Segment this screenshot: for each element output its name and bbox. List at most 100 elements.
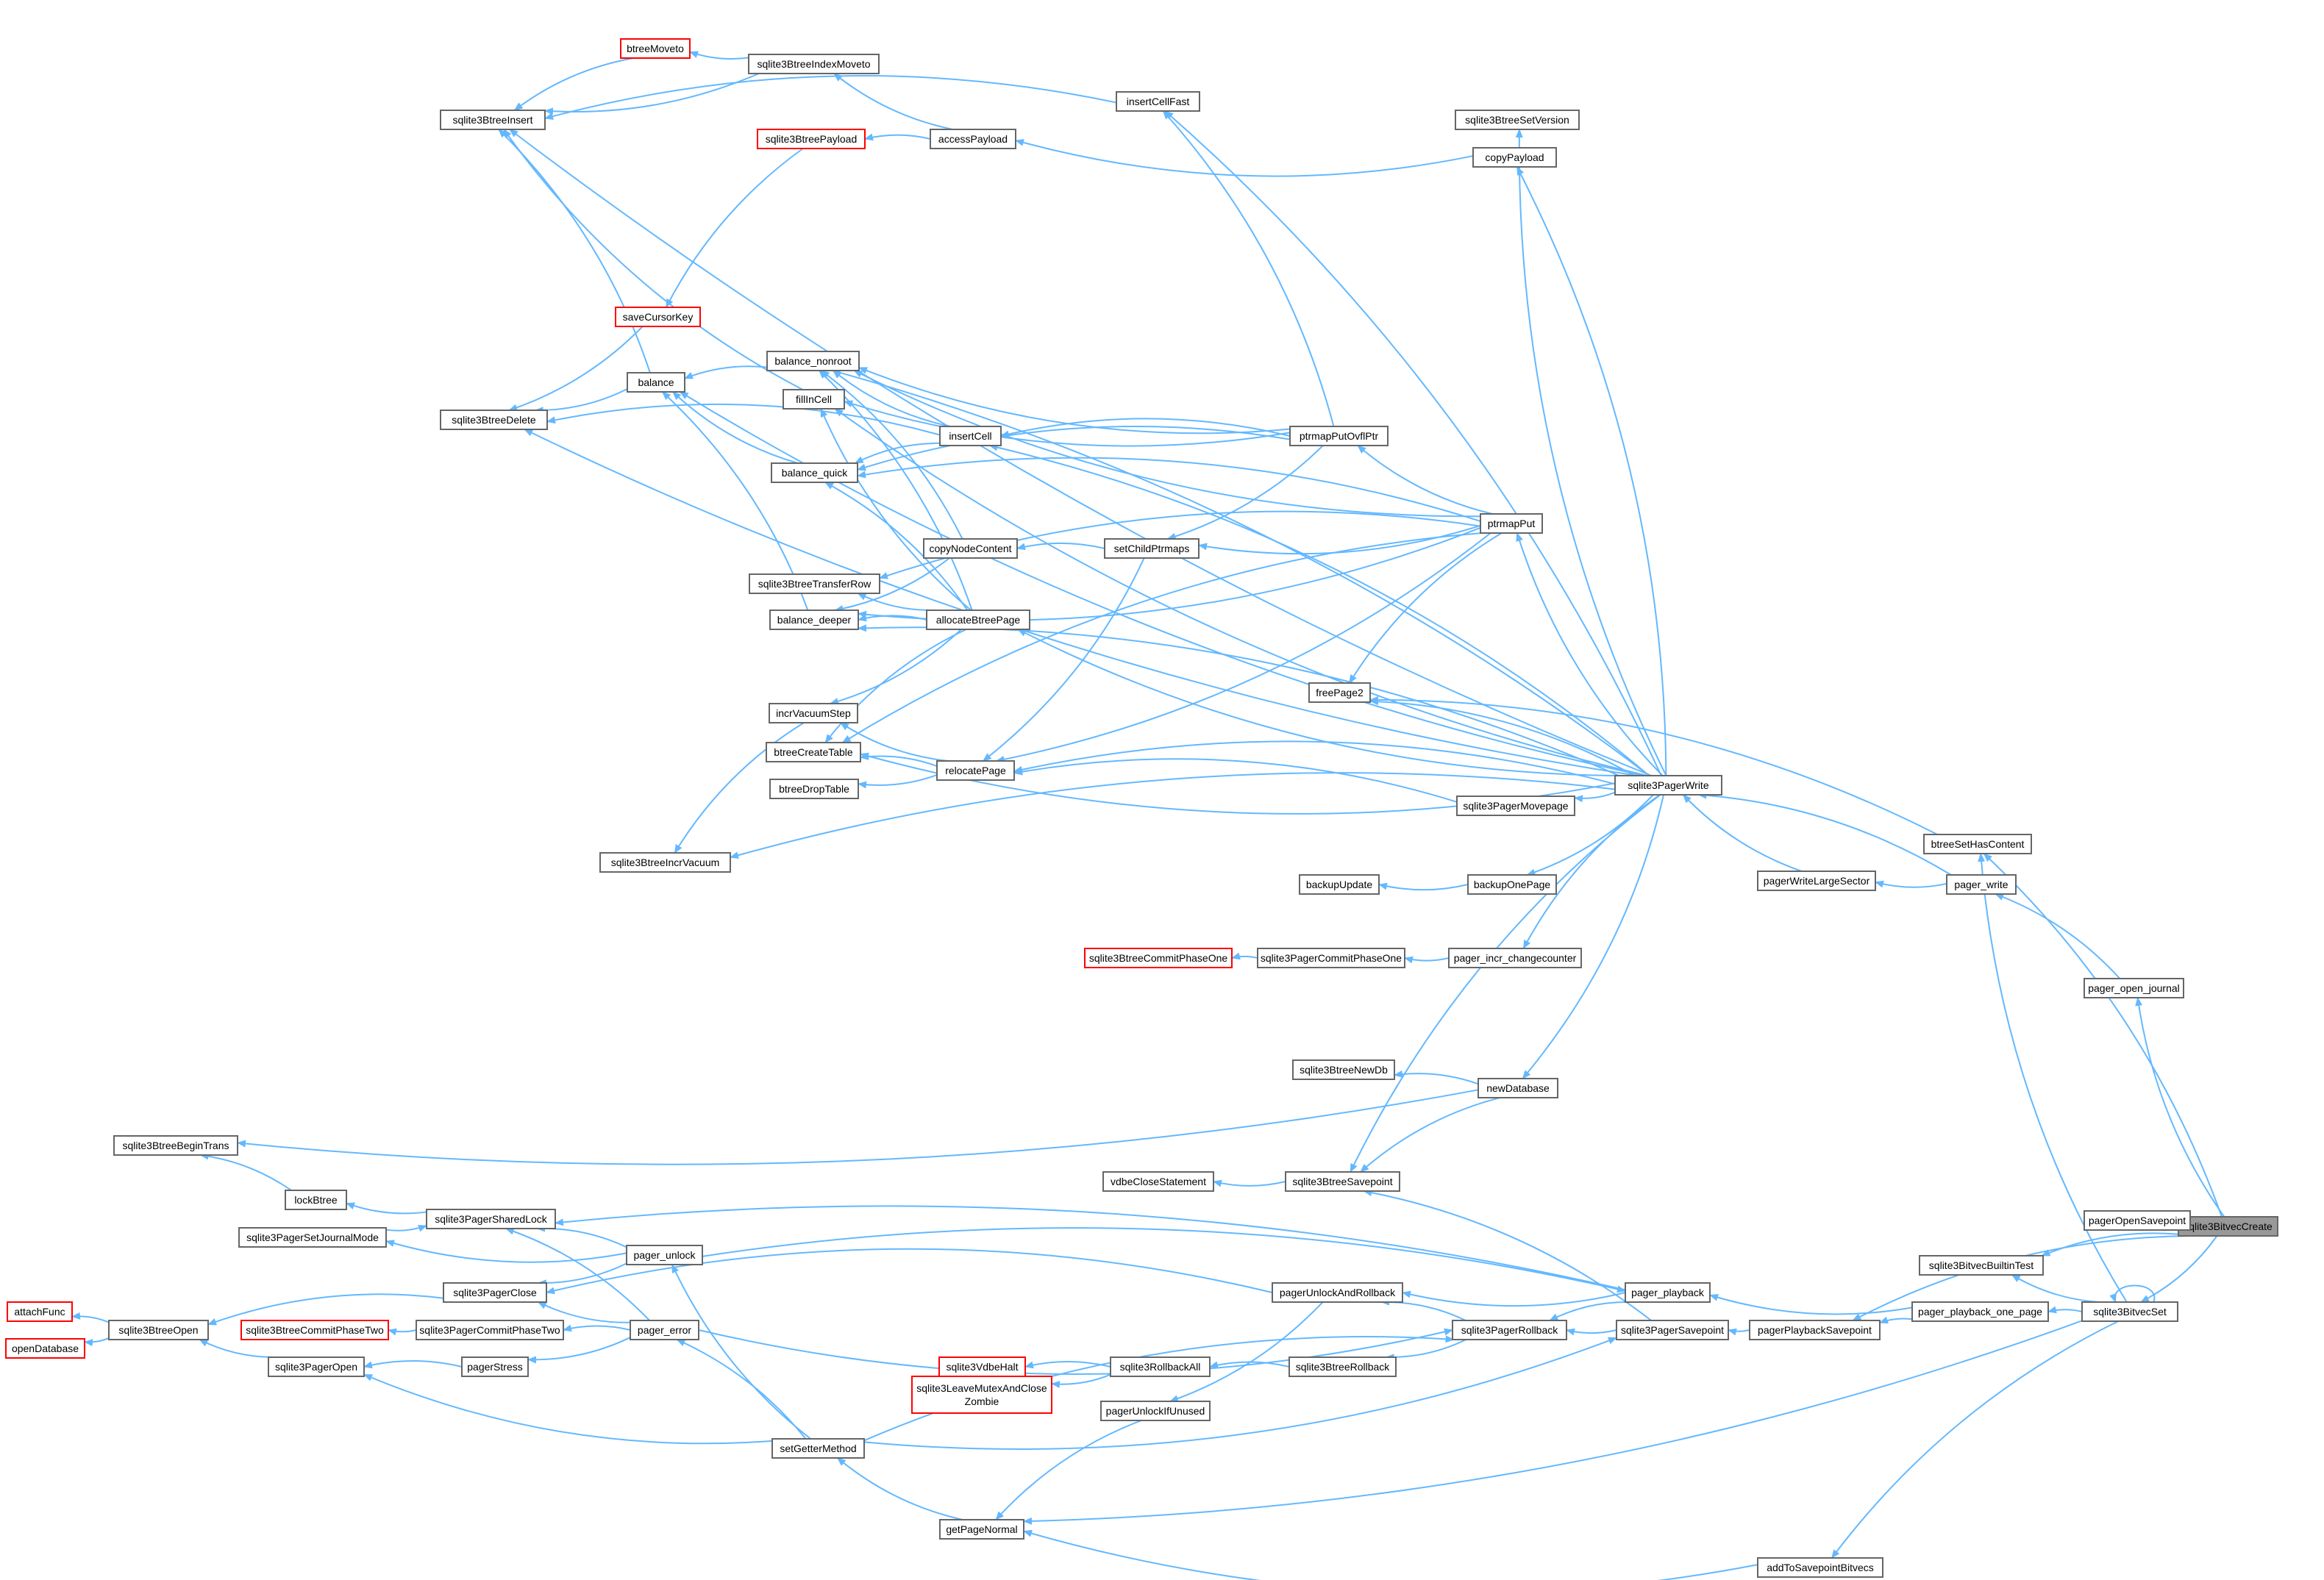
node-sqlite3BtreeOpen[interactable]: sqlite3BtreeOpen bbox=[108, 1320, 209, 1340]
node-attachFunc[interactable]: attachFunc bbox=[7, 1301, 73, 1322]
node-pagerPlaybackSavepoint[interactable]: pagerPlaybackSavepoint bbox=[1749, 1320, 1881, 1340]
node-pagerStress[interactable]: pagerStress bbox=[461, 1356, 529, 1377]
node-sqlite3BtreeIncrVacuum[interactable]: sqlite3BtreeIncrVacuum bbox=[599, 852, 731, 873]
node-pager_incr_changecounter[interactable]: pager_incr_changecounter bbox=[1448, 948, 1582, 968]
node-sqlite3BtreeSetVersion[interactable]: sqlite3BtreeSetVersion bbox=[1455, 110, 1580, 130]
node-sqlite3PagerWrite[interactable]: sqlite3PagerWrite bbox=[1614, 775, 1722, 796]
edge-btreeDropTable-to-relocatePage bbox=[858, 774, 938, 789]
node-insertCellFast[interactable]: insertCellFast bbox=[1116, 91, 1200, 112]
node-setGetterMethod[interactable]: setGetterMethod bbox=[771, 1438, 865, 1459]
node-box bbox=[766, 351, 860, 371]
node-balance_nonroot[interactable]: balance_nonroot bbox=[766, 351, 860, 371]
node-sqlite3BtreeRollback[interactable]: sqlite3BtreeRollback bbox=[1288, 1356, 1397, 1377]
node-btreeMoveto[interactable]: btreeMoveto bbox=[620, 38, 691, 59]
node-copyPayload[interactable]: copyPayload bbox=[1472, 147, 1557, 168]
node-backupOnePage[interactable]: backupOnePage bbox=[1467, 874, 1557, 895]
node-box bbox=[1292, 1059, 1395, 1080]
node-sqlite3BtreeSavepoint[interactable]: sqlite3BtreeSavepoint bbox=[1285, 1171, 1400, 1192]
node-sqlite3BitvecSet[interactable]: sqlite3BitvecSet bbox=[2081, 1301, 2178, 1322]
node-box bbox=[630, 1320, 699, 1340]
node-box bbox=[1480, 513, 1543, 534]
node-sqlite3BtreeInsert[interactable]: sqlite3BtreeInsert bbox=[440, 110, 546, 130]
node-sqlite3BtreeCommitPhaseTwo[interactable]: sqlite3BtreeCommitPhaseTwo bbox=[240, 1320, 389, 1340]
node-lockBtree[interactable]: lockBtree bbox=[285, 1190, 347, 1210]
node-label: relocatePage bbox=[945, 765, 1006, 776]
node-sqlite3BtreePayload[interactable]: sqlite3BtreePayload bbox=[757, 129, 866, 149]
node-ptrmapPut[interactable]: ptrmapPut bbox=[1480, 513, 1543, 534]
node-box bbox=[1116, 91, 1200, 112]
node-pager_open_journal[interactable]: pager_open_journal bbox=[2084, 978, 2184, 998]
node-pager_error[interactable]: pager_error bbox=[630, 1320, 699, 1340]
node-sqlite3BitvecCreate[interactable]: sqlite3BitvecCreate bbox=[2178, 1216, 2278, 1237]
node-sqlite3BitvecBuiltinTest[interactable]: sqlite3BitvecBuiltinTest bbox=[1919, 1255, 2044, 1276]
node-btreeDropTable[interactable]: btreeDropTable bbox=[769, 779, 859, 799]
node-backupUpdate[interactable]: backupUpdate bbox=[1299, 874, 1380, 895]
node-relocatePage[interactable]: relocatePage bbox=[936, 760, 1015, 781]
node-sqlite3BtreeCommitPhaseOne[interactable]: sqlite3BtreeCommitPhaseOne bbox=[1084, 948, 1233, 968]
node-accessPayload[interactable]: accessPayload bbox=[930, 129, 1016, 149]
node-pager_write[interactable]: pager_write bbox=[1946, 874, 2017, 895]
node-label: lockBtree bbox=[294, 1194, 338, 1206]
edge-balance_nonroot-to-sqlite3PagerWrite bbox=[831, 369, 1650, 776]
node-pagerWriteLargeSector[interactable]: pagerWriteLargeSector bbox=[1757, 871, 1876, 891]
node-box bbox=[2084, 978, 2184, 998]
node-balance_deeper[interactable]: balance_deeper bbox=[769, 610, 859, 630]
node-box bbox=[108, 1320, 209, 1340]
node-sqlite3PagerSetJournalMode[interactable]: sqlite3PagerSetJournalMode bbox=[238, 1227, 387, 1248]
node-sqlite3PagerOpen[interactable]: sqlite3PagerOpen bbox=[268, 1356, 365, 1377]
node-sqlite3PagerSharedLock[interactable]: sqlite3PagerSharedLock bbox=[426, 1209, 556, 1229]
node-box bbox=[783, 389, 845, 410]
node-sqlite3BtreeIndexMoveto[interactable]: sqlite3BtreeIndexMoveto bbox=[748, 54, 880, 74]
node-copyNodeContent[interactable]: copyNodeContent bbox=[923, 538, 1018, 559]
node-label: saveCursorKey bbox=[623, 311, 694, 323]
node-sqlite3BtreeNewDb[interactable]: sqlite3BtreeNewDb bbox=[1292, 1059, 1395, 1080]
node-sqlite3BtreeTransferRow[interactable]: sqlite3BtreeTransferRow bbox=[749, 573, 880, 594]
node-sqlite3PagerMovepage[interactable]: sqlite3PagerMovepage bbox=[1456, 796, 1575, 816]
node-pager_playback[interactable]: pager_playback bbox=[1625, 1282, 1711, 1303]
node-pager_playback_one_page[interactable]: pager_playback_one_page bbox=[1911, 1301, 2049, 1322]
node-sqlite3PagerCommitPhaseOne[interactable]: sqlite3PagerCommitPhaseOne bbox=[1257, 948, 1405, 968]
node-box bbox=[2178, 1216, 2278, 1237]
node-addToSavepointBitvecs[interactable]: addToSavepointBitvecs bbox=[1757, 1557, 1883, 1578]
node-fillInCell[interactable]: fillInCell bbox=[783, 389, 845, 410]
node-box bbox=[769, 703, 858, 723]
node-sqlite3PagerSavepoint[interactable]: sqlite3PagerSavepoint bbox=[1616, 1320, 1729, 1340]
node-sqlite3BtreeDelete[interactable]: sqlite3BtreeDelete bbox=[440, 410, 548, 430]
node-sqlite3PagerClose[interactable]: sqlite3PagerClose bbox=[443, 1282, 547, 1303]
node-pager_unlock[interactable]: pager_unlock bbox=[626, 1245, 703, 1265]
node-pagerOpenSavepoint[interactable]: pagerOpenSavepoint bbox=[2084, 1210, 2191, 1231]
node-sqlite3PagerRollback[interactable]: sqlite3PagerRollback bbox=[1452, 1320, 1567, 1340]
node-insertCell[interactable]: insertCell bbox=[939, 426, 1002, 446]
node-getPageNormal[interactable]: getPageNormal bbox=[939, 1519, 1024, 1540]
edge-sqlite3PagerCommitPhaseOne-to-pager_incr_changecounter bbox=[1404, 956, 1450, 964]
edge-relocatePage-to-setChildPtrmaps bbox=[983, 557, 1145, 762]
node-vdbeCloseStatement[interactable]: vdbeCloseStatement bbox=[1102, 1171, 1214, 1192]
node-allocateBtreePage[interactable]: allocateBtreePage bbox=[926, 610, 1030, 630]
node-box bbox=[240, 1320, 389, 1340]
node-sqlite3PagerCommitPhaseTwo[interactable]: sqlite3PagerCommitPhaseTwo bbox=[416, 1320, 564, 1340]
node-openDatabase[interactable]: openDatabase bbox=[5, 1338, 85, 1359]
node-btreeCreateTable[interactable]: btreeCreateTable bbox=[766, 742, 861, 762]
edge-sqlite3BitvecSet-to-sqlite3BitvecCreate bbox=[2140, 1235, 2218, 1303]
node-label: vdbeCloseStatement bbox=[1111, 1176, 1206, 1187]
edge-sqlite3BtreeInsert-to-balance bbox=[498, 129, 651, 373]
node-label: sqlite3BtreeNewDb bbox=[1300, 1064, 1388, 1076]
edge-sqlite3PagerSharedLock-to-pager_error bbox=[505, 1227, 650, 1321]
node-newDatabase[interactable]: newDatabase bbox=[1478, 1078, 1558, 1098]
node-sqlite3VdbeHalt[interactable]: sqlite3VdbeHalt bbox=[938, 1356, 1026, 1377]
node-btreeSetHasContent[interactable]: btreeSetHasContent bbox=[1923, 834, 2032, 854]
node-setChildPtrmaps[interactable]: setChildPtrmaps bbox=[1104, 538, 1200, 559]
node-ptrmapPutOvflPtr[interactable]: ptrmapPutOvflPtr bbox=[1289, 426, 1389, 446]
node-incrVacuumStep[interactable]: incrVacuumStep bbox=[769, 703, 858, 723]
node-balance[interactable]: balance bbox=[627, 372, 685, 393]
node-pagerUnlockAndRollback[interactable]: pagerUnlockAndRollback bbox=[1272, 1282, 1403, 1303]
node-pagerUnlockIfUnused[interactable]: pagerUnlockIfUnused bbox=[1100, 1401, 1211, 1421]
node-balance_quick[interactable]: balance_quick bbox=[771, 462, 858, 483]
node-sqlite3BtreeBeginTrans[interactable]: sqlite3BtreeBeginTrans bbox=[113, 1135, 238, 1156]
node-sqlite3RollbackAll[interactable]: sqlite3RollbackAll bbox=[1110, 1356, 1211, 1377]
node-saveCursorKey[interactable]: saveCursorKey bbox=[615, 307, 701, 327]
node-label: getPageNormal bbox=[946, 1523, 1017, 1535]
node-freePage2[interactable]: freePage2 bbox=[1308, 682, 1371, 703]
